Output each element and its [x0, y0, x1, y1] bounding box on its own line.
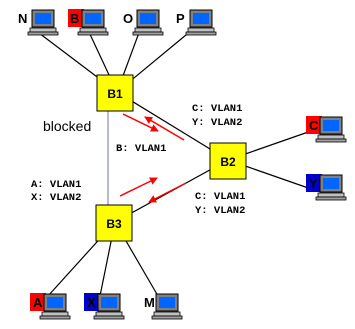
b2-lower-table-line-2: Y: VLAN2	[195, 205, 245, 217]
bridge-b1: B1	[96, 74, 134, 112]
host-p: P	[176, 9, 217, 36]
computer-icon	[185, 9, 217, 36]
host-o: O	[123, 9, 164, 36]
b2-upper-table-line-2: Y: VLAN2	[192, 117, 242, 129]
computer-icon	[93, 293, 125, 320]
bridge-b3-label: B3	[106, 217, 122, 231]
highlight-red	[68, 9, 84, 27]
computer-icon	[27, 9, 59, 36]
b2-upper-table-line-1: C: VLAN1	[192, 103, 242, 115]
b3-to-b2-table-line-1: A: VLAN1	[31, 179, 81, 191]
host-c-label: C	[309, 118, 319, 133]
host-y-label: Y	[309, 176, 318, 191]
host-n-label: N	[18, 11, 27, 26]
bridge-b2-label: B2	[220, 155, 236, 169]
computer-icon	[77, 9, 109, 36]
traffic-arrows	[119, 113, 187, 203]
host-m-label: M	[144, 295, 155, 310]
host-m: M	[144, 293, 183, 320]
bridge-b3: B3	[95, 204, 133, 242]
host-x-label: X	[87, 295, 96, 310]
host-n: N	[18, 9, 59, 36]
host-a: A	[30, 293, 71, 320]
arrow-b2-to-b1	[144, 116, 185, 141]
computer-icon	[315, 174, 347, 201]
computer-icon	[132, 9, 164, 36]
host-y: Y	[306, 174, 347, 201]
b2-lower-table-line-1: C: VLAN1	[195, 191, 245, 203]
host-a-label: A	[33, 295, 43, 310]
bridge-b1-label: B1	[107, 87, 123, 101]
host-b-label: B	[70, 11, 79, 26]
highlight-blue	[84, 293, 100, 311]
b3-to-b2-table-line-2: X: VLAN2	[31, 192, 81, 204]
host-x: X	[84, 293, 125, 320]
computer-icon	[315, 116, 347, 143]
computer-icon	[151, 293, 183, 320]
arrow-b3-to-b2	[119, 177, 158, 197]
highlight-red	[306, 116, 322, 134]
arrow-b2-to-b3	[148, 182, 187, 203]
highlight-blue	[306, 174, 322, 192]
b1-to-b2-table-line-1: B: VLAN1	[116, 143, 166, 155]
links	[34, 29, 315, 297]
bridge-b2: B2	[209, 142, 247, 180]
host-c: C	[306, 116, 347, 143]
highlight-red	[30, 293, 46, 311]
host-b: B	[68, 9, 109, 36]
arrow-b1-to-b2	[122, 113, 159, 132]
computer-icon	[39, 293, 71, 320]
host-o-label: O	[123, 11, 133, 26]
host-p-label: P	[176, 11, 185, 26]
blocked-label: blocked	[43, 118, 91, 134]
